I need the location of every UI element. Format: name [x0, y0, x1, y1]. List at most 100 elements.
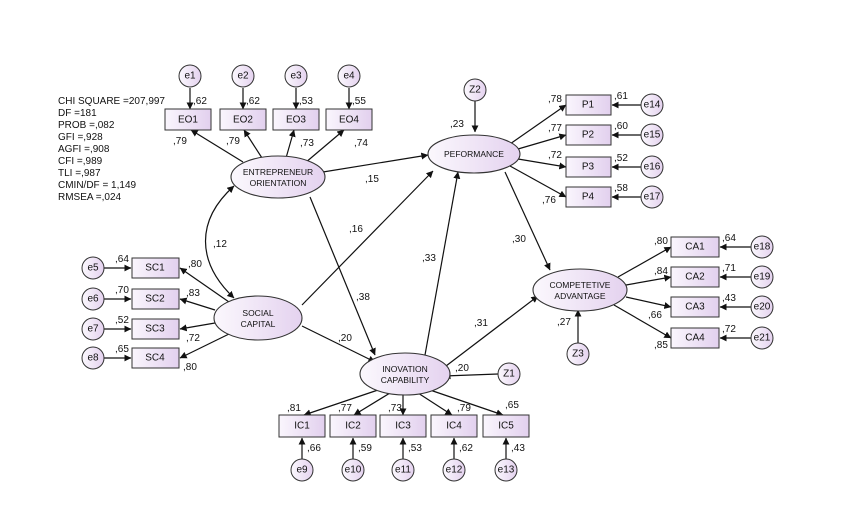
eo-indicators: EO1 EO2 EO3 EO4 e1 e2 e3 e4 ,62 ,62 ,53 … [164, 64, 373, 149]
loading-sc3: ,72 [186, 333, 200, 344]
svg-text:e4: e4 [343, 71, 355, 82]
svg-text:Z3: Z3 [572, 349, 584, 360]
ic-measurement-paths [298, 389, 510, 459]
error-e15: e15 [640, 123, 664, 147]
indicator-sc4: SC4 [131, 347, 180, 369]
disturbance-z3: Z3 [566, 342, 590, 366]
r2-p2: ,60 [614, 121, 628, 132]
loading-eo3: ,73 [300, 138, 314, 149]
svg-text:e2: e2 [237, 71, 249, 82]
ca-indicators: CA1 CA2 CA3 CA4 e18 e19 e20 e21 ,64 ,71 … [648, 233, 774, 351]
indicator-eo4: EO4 [325, 108, 373, 131]
indicator-eo2: EO2 [219, 108, 267, 131]
coef-eo-performance: ,15 [365, 174, 379, 185]
path-eo-to-innovation [309, 196, 376, 356]
r2-innovation: ,20 [455, 363, 469, 374]
loading-ic5: ,65 [505, 400, 519, 411]
fit-line-df: DF =181 [58, 108, 97, 119]
coef-innovation-performance: ,33 [422, 253, 436, 264]
svg-text:SC2: SC2 [145, 294, 165, 305]
r2-sc2: ,70 [115, 285, 129, 296]
r2-ca2: ,71 [722, 263, 736, 274]
loading-p4: ,76 [542, 195, 556, 206]
error-e11: e11 [391, 458, 415, 482]
disturbances: Z2 ,23 Z1 ,20 Z3 ,27 [450, 78, 590, 386]
indicator-p1: P1 [565, 94, 612, 116]
loading-ca2: ,84 [654, 266, 668, 277]
svg-text:ORIENTATION: ORIENTATION [250, 178, 307, 188]
r2-p1: ,61 [614, 91, 628, 102]
error-e10: e10 [341, 458, 365, 482]
svg-text:e18: e18 [754, 242, 771, 253]
indicator-sc3: SC3 [131, 318, 180, 340]
indicator-p2: P2 [565, 124, 612, 146]
r2-p3: ,52 [614, 153, 628, 164]
loading-ic3: ,73 [388, 403, 402, 414]
indicator-sc2: SC2 [131, 288, 180, 310]
path-performance-to-advantage [504, 171, 551, 271]
error-e19: e19 [750, 265, 774, 289]
svg-text:e11: e11 [395, 465, 411, 476]
svg-text:e15: e15 [644, 130, 661, 141]
r2-ca4: ,72 [722, 324, 736, 335]
error-e8: e8 [81, 346, 105, 370]
r2-eo4: ,55 [352, 96, 366, 107]
latent-competitive-advantage: COMPETETIVE ADVANTAGE [532, 268, 628, 312]
svg-text:e1: e1 [184, 71, 196, 82]
r2-p4: ,58 [614, 183, 628, 194]
svg-text:IC2: IC2 [345, 421, 361, 432]
svg-text:e21: e21 [754, 333, 771, 344]
error-e17: e17 [640, 185, 664, 209]
svg-text:CA2: CA2 [685, 272, 705, 283]
pf-indicators: P1 P2 P3 P4 e14 e15 e16 e17 ,61 ,60 ,52 … [542, 91, 664, 209]
coef-performance-advantage: ,30 [512, 234, 526, 245]
svg-text:EO1: EO1 [178, 115, 198, 126]
svg-text:e20: e20 [754, 302, 771, 313]
fit-line-rmsea: RMSEA =,024 [58, 192, 122, 203]
coef-eo-innovation: ,38 [356, 292, 370, 303]
fit-line-cmin-df: CMIN/DF = 1,149 [58, 180, 137, 191]
svg-text:Z2: Z2 [469, 85, 481, 96]
structural-paths [205, 152, 551, 367]
loading-ic4: ,79 [457, 403, 471, 414]
indicator-p3: P3 [565, 156, 612, 178]
error-e2: e2 [231, 64, 255, 88]
fit-indices: CHI SQUARE =207,997 DF =181 PROB =,082 G… [58, 96, 165, 203]
svg-text:e14: e14 [644, 100, 661, 111]
path-eo-to-performance [322, 152, 429, 173]
svg-text:Z1: Z1 [503, 369, 515, 380]
r2-eo3: ,53 [299, 96, 313, 107]
path-sc-to-performance [301, 170, 434, 306]
r2-performance: ,23 [450, 119, 464, 130]
r2-ic1: ,66 [307, 443, 321, 454]
path-innovation-to-advantage [445, 295, 539, 367]
svg-text:e10: e10 [345, 465, 362, 476]
svg-text:CA3: CA3 [685, 302, 705, 313]
svg-text:SC3: SC3 [145, 324, 165, 335]
svg-text:IC1: IC1 [294, 421, 310, 432]
fit-line-chi-square: CHI SQUARE =207,997 [58, 96, 165, 107]
svg-text:CA1: CA1 [685, 242, 705, 253]
svg-text:e6: e6 [87, 294, 99, 305]
coef-sc-innovation: ,20 [338, 333, 352, 344]
r2-ca1: ,64 [722, 233, 736, 244]
svg-text:P3: P3 [582, 162, 595, 173]
svg-text:e19: e19 [754, 272, 771, 283]
latent-entrepreneur-orientation: ENTREPRENEUR ORIENTATION [230, 155, 326, 199]
svg-text:e9: e9 [296, 465, 308, 476]
disturbance-paths [443, 100, 582, 380]
svg-text:ADVANTAGE: ADVANTAGE [554, 291, 605, 301]
indicator-ca3: CA3 [670, 296, 720, 318]
svg-text:IC4: IC4 [446, 421, 462, 432]
loading-ca1: ,80 [654, 236, 668, 247]
error-e20: e20 [750, 295, 774, 319]
loading-p1: ,78 [548, 94, 562, 105]
loading-sc2: ,83 [186, 288, 200, 299]
loading-sc1: ,80 [188, 259, 202, 270]
eo-measurement-paths [186, 88, 353, 164]
svg-text:COMPETETIVE: COMPETETIVE [550, 280, 611, 290]
error-e12: e12 [442, 458, 466, 482]
indicator-ca1: CA1 [670, 236, 720, 258]
coef-sc-performance: ,16 [349, 224, 363, 235]
error-e7: e7 [81, 317, 105, 341]
